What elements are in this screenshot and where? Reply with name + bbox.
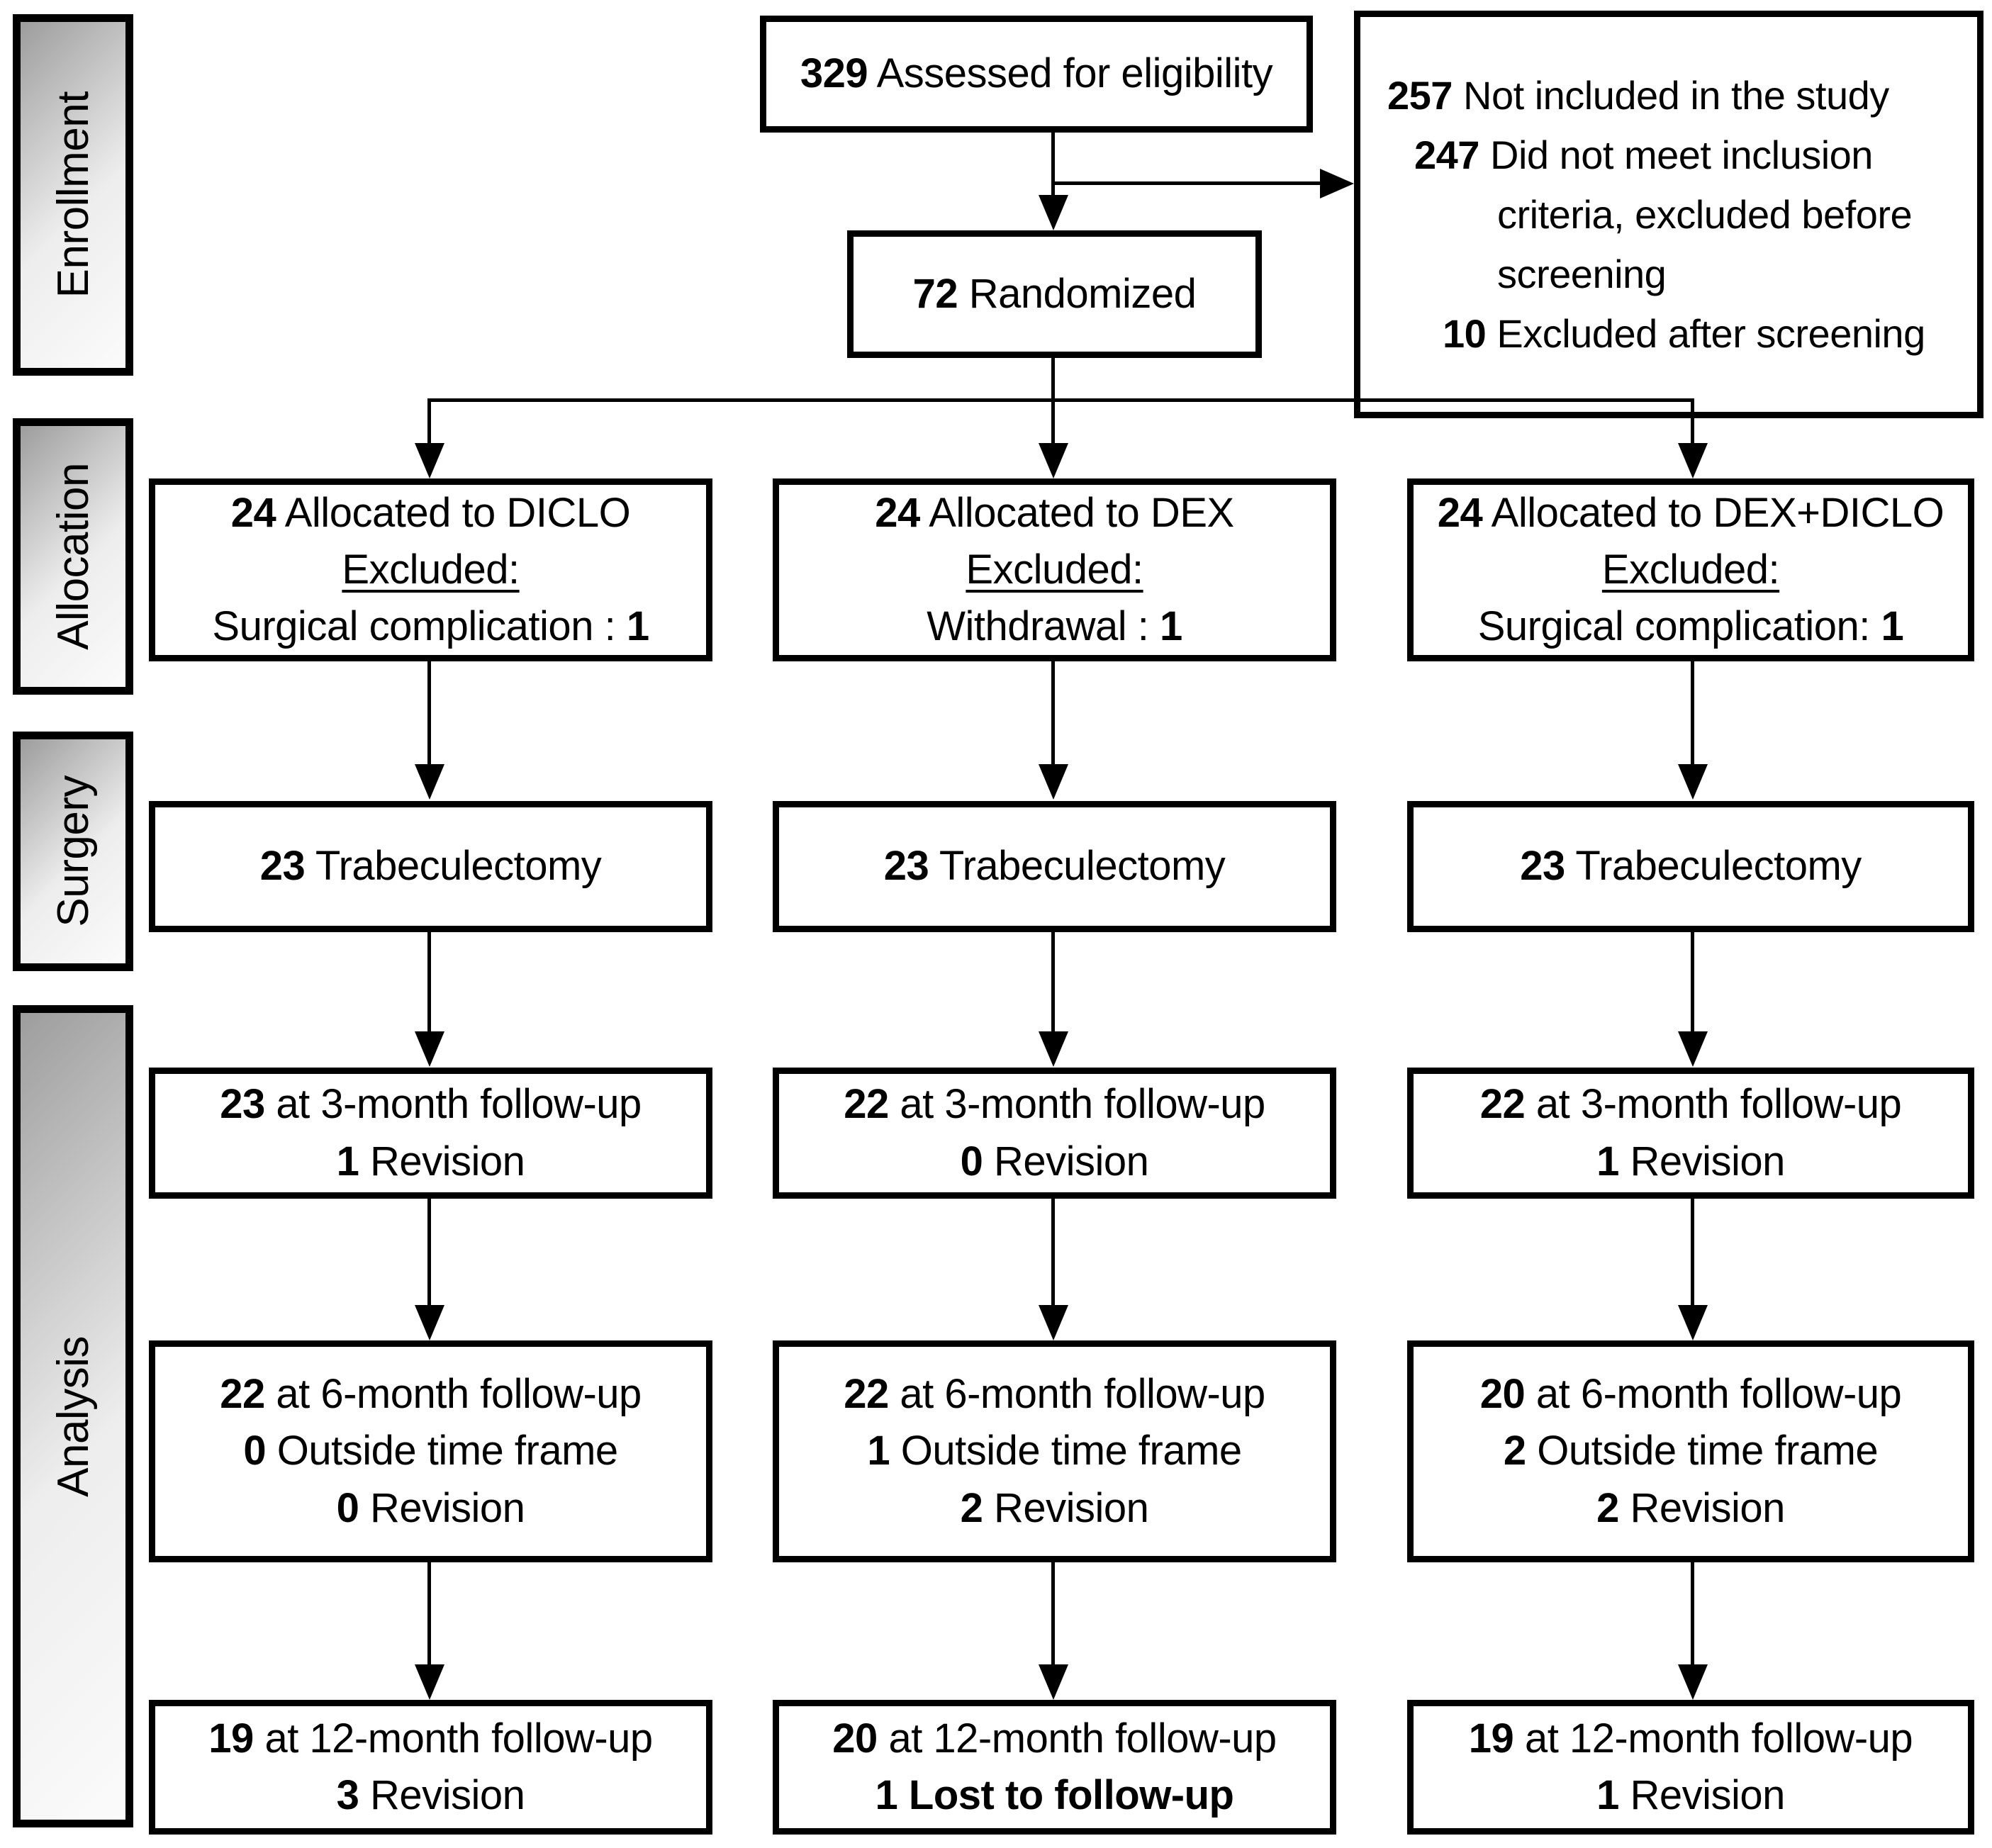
stage-label-analysis-text: Analysis	[48, 1335, 98, 1497]
followup3-dex-line-2: 0 Revision	[960, 1138, 1149, 1185]
assessed-box: 329 Assessed for eligibility	[760, 16, 1313, 133]
not-included-line-5: 10 Excluded after screening	[1443, 310, 1925, 356]
allocation-diclo-excluded-reason: Surgical complication : 1	[212, 603, 649, 650]
followup6-dex-diclo-line-1: 20 at 6-month follow-up	[1479, 1371, 1902, 1418]
followup12-box-diclo: 19 at 12-month follow-up 3 Revision	[149, 1700, 712, 1835]
arrow-dex-diclo-followup6-to-followup12	[1691, 1562, 1694, 1664]
allocation-diclo-line-1: 24 Allocated to DICLO	[230, 489, 631, 536]
arrow-diclo-allocation-to-surgery	[427, 661, 431, 764]
not-included-line-4: screening	[1497, 251, 1667, 296]
followup12-dex-line-1: 20 at 12-month follow-up	[832, 1715, 1277, 1762]
followup6-dex-line-2: 1 Outside time frame	[867, 1428, 1242, 1474]
arrow-dex-diclo-surgery-to-followup3	[1691, 932, 1694, 1031]
allocation-dex-diclo-excluded-heading: Excluded:	[1601, 546, 1780, 593]
arrow-rail-to-diclo	[427, 398, 431, 443]
followup3-diclo-line-1: 23 at 3-month follow-up	[220, 1081, 642, 1128]
not-included-line-3: criteria, excluded before	[1497, 191, 1913, 237]
followup12-dex-diclo-line-2: 1 Revision	[1596, 1772, 1785, 1818]
followup6-diclo-line-1: 22 at 6-month follow-up	[220, 1371, 642, 1418]
not-included-line-1: 257 Not included in the study	[1387, 72, 1889, 118]
stage-label-surgery: Surgery	[13, 732, 133, 971]
surgery-dex-diclo-line: 23 Trabeculectomy	[1520, 843, 1862, 890]
stage-label-allocation: Allocation	[13, 418, 133, 695]
followup3-dex-line-1: 22 at 3-month follow-up	[844, 1081, 1265, 1128]
followup6-diclo-line-3: 0 Revision	[336, 1484, 525, 1531]
stage-label-allocation-text: Allocation	[48, 463, 98, 650]
allocation-box-diclo: 24 Allocated to DICLO Excluded: Surgical…	[149, 478, 712, 661]
allocation-box-dex: 24 Allocated to DEX Excluded: Withdrawal…	[773, 478, 1336, 661]
followup12-box-dex: 20 at 12-month follow-up 1 Lost to follo…	[773, 1700, 1336, 1835]
allocation-dex-excluded-reason: Withdrawal : 1	[927, 603, 1182, 650]
arrow-assessed-to-randomized	[1051, 133, 1055, 195]
arrow-rail-to-dex-diclo	[1691, 398, 1694, 443]
assessed-line: 329 Assessed for eligibility	[800, 50, 1273, 97]
stage-label-enrollment: Enrollment	[13, 14, 133, 376]
stage-label-enrollment-text: Enrollment	[48, 91, 98, 298]
followup12-dex-line-2: 1 Lost to follow-up	[875, 1772, 1234, 1818]
randomized-box: 72 Randomized	[847, 230, 1262, 358]
arrow-dex-diclo-followup3-to-followup6	[1691, 1199, 1694, 1305]
followup12-box-dex-diclo: 19 at 12-month follow-up 1 Revision	[1407, 1700, 1974, 1835]
surgery-box-dex: 23 Trabeculectomy	[773, 801, 1336, 932]
arrow-dex-allocation-to-surgery	[1051, 661, 1055, 764]
followup6-box-dex-diclo: 20 at 6-month follow-up 2 Outside time f…	[1407, 1340, 1974, 1562]
arrow-assessed-to-not-included	[1053, 181, 1320, 185]
arrow-diclo-followup6-to-followup12	[427, 1562, 431, 1664]
arrow-dex-surgery-to-followup3	[1051, 932, 1055, 1031]
allocation-dex-excluded-heading: Excluded:	[966, 546, 1143, 593]
allocation-dex-diclo-line-1: 24 Allocated to DEX+DICLO	[1437, 489, 1945, 536]
followup3-box-diclo: 23 at 3-month follow-up 1 Revision	[149, 1068, 712, 1199]
surgery-box-diclo: 23 Trabeculectomy	[149, 801, 712, 932]
surgery-box-dex-diclo: 23 Trabeculectomy	[1407, 801, 1974, 932]
followup12-diclo-line-1: 19 at 12-month follow-up	[208, 1715, 653, 1762]
followup6-box-dex: 22 at 6-month follow-up 1 Outside time f…	[773, 1340, 1336, 1562]
stage-label-analysis: Analysis	[13, 1005, 133, 1827]
followup6-dex-line-3: 2 Revision	[960, 1484, 1149, 1531]
allocation-dex-diclo-excluded-reason: Surgical complication: 1	[1477, 603, 1904, 650]
followup6-dex-line-1: 22 at 6-month follow-up	[844, 1371, 1265, 1418]
surgery-dex-line: 23 Trabeculectomy	[883, 843, 1226, 890]
not-included-box: 257 Not included in the study 247 Did no…	[1354, 11, 1983, 418]
followup3-diclo-line-2: 1 Revision	[336, 1138, 525, 1185]
arrow-diclo-followup3-to-followup6	[427, 1199, 431, 1305]
stage-label-surgery-text: Surgery	[48, 775, 98, 927]
arrow-diclo-surgery-to-followup3	[427, 932, 431, 1031]
followup12-dex-diclo-line-1: 19 at 12-month follow-up	[1468, 1715, 1913, 1762]
allocation-box-dex-diclo: 24 Allocated to DEX+DICLO Excluded: Surg…	[1407, 478, 1974, 661]
surgery-diclo-line: 23 Trabeculectomy	[259, 843, 602, 890]
branch-rail	[429, 398, 1694, 402]
not-included-line-2: 247 Did not meet inclusion	[1414, 132, 1873, 177]
arrow-dex-diclo-allocation-to-surgery	[1691, 661, 1694, 764]
followup3-box-dex: 22 at 3-month follow-up 0 Revision	[773, 1068, 1336, 1199]
allocation-dex-line-1: 24 Allocated to DEX	[875, 489, 1234, 536]
arrow-dex-followup3-to-followup6	[1051, 1199, 1055, 1305]
followup3-box-dex-diclo: 22 at 3-month follow-up 1 Revision	[1407, 1068, 1974, 1199]
randomized-line: 72 Randomized	[912, 270, 1197, 317]
followup6-box-diclo: 22 at 6-month follow-up 0 Outside time f…	[149, 1340, 712, 1562]
followup3-dex-diclo-line-1: 22 at 3-month follow-up	[1479, 1081, 1902, 1128]
followup12-diclo-line-2: 3 Revision	[336, 1772, 525, 1818]
followup6-dex-diclo-line-3: 2 Revision	[1596, 1484, 1785, 1531]
followup6-dex-diclo-line-2: 2 Outside time frame	[1503, 1428, 1879, 1474]
allocation-diclo-excluded-heading: Excluded:	[342, 546, 520, 593]
arrow-dex-followup6-to-followup12	[1051, 1562, 1055, 1664]
followup3-dex-diclo-line-2: 1 Revision	[1596, 1138, 1785, 1185]
followup6-diclo-line-2: 0 Outside time frame	[243, 1428, 618, 1474]
